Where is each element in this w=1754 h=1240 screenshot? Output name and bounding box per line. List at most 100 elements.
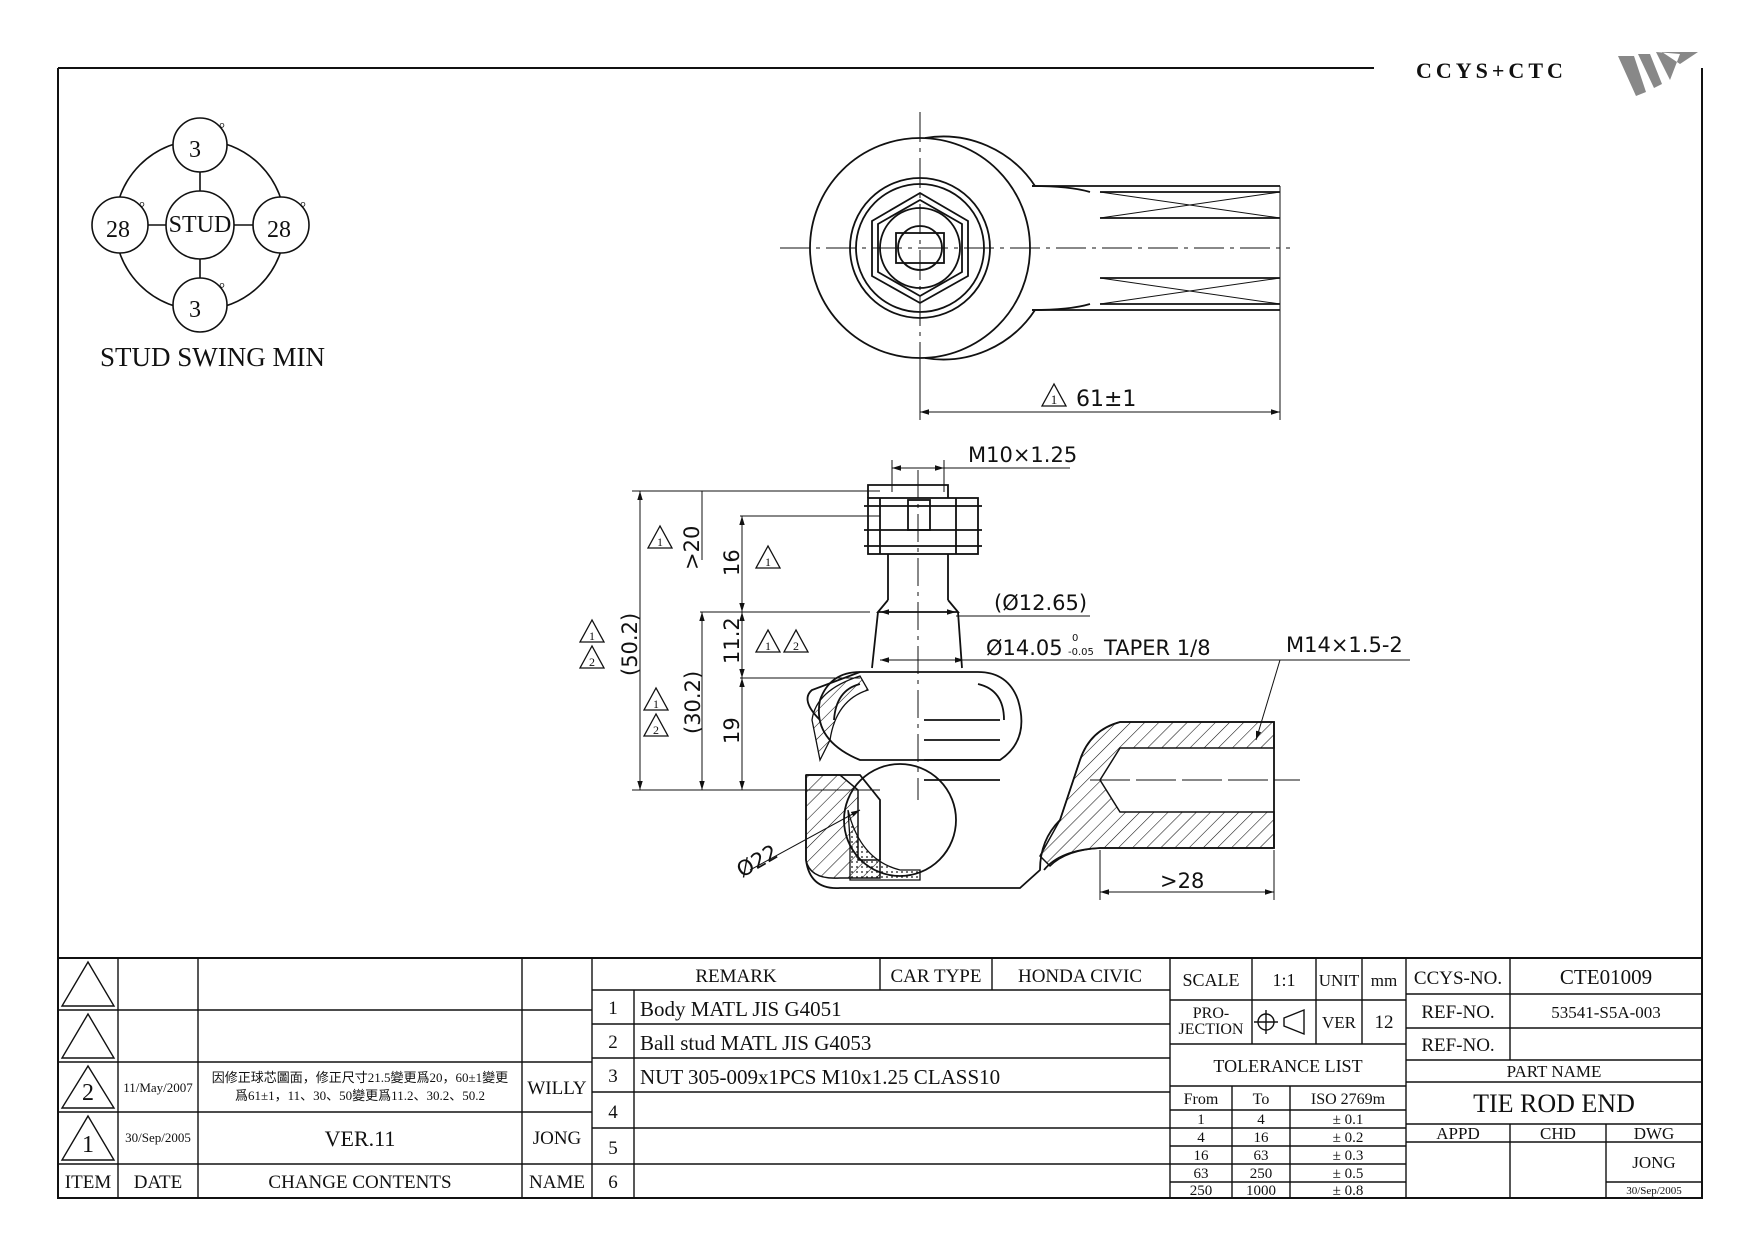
dim-taper: TAPER 1/8 bbox=[1103, 636, 1211, 660]
logo-wordmark: CCYS+CTC bbox=[1416, 58, 1567, 83]
tri-112-rev1: 1 bbox=[765, 639, 771, 653]
tolerance-row3-to: 63 bbox=[1254, 1148, 1269, 1164]
stud-swing-diagram bbox=[91, 117, 310, 333]
scale-value: 1:1 bbox=[1272, 970, 1295, 990]
tolerance-row2-from: 4 bbox=[1197, 1130, 1205, 1146]
car-type-value: HONDA CIVIC bbox=[1018, 966, 1142, 987]
dim-thread-m14: M14×1.5-2 bbox=[1286, 633, 1403, 657]
part-name-value: TIE ROD END bbox=[1473, 1089, 1635, 1118]
rev-header-name: NAME bbox=[529, 1172, 585, 1193]
swing-top-deg: ° bbox=[219, 121, 225, 137]
tolerance-row3-from: 16 bbox=[1194, 1148, 1210, 1164]
dim-d-1405-tol-upper: 0 bbox=[1072, 633, 1078, 644]
swing-caption: STUD SWING MIN bbox=[100, 342, 325, 372]
tolerance-row4-from: 63 bbox=[1194, 1166, 1209, 1182]
dwg-name: JONG bbox=[1632, 1153, 1675, 1172]
tri-16-rev1: 1 bbox=[765, 555, 771, 569]
rev-row3-change-line1: 因修正球芯圖面，修正尺寸21.5變更爲20，60±1變更 bbox=[212, 1070, 508, 1085]
rev-row4-item: 1 bbox=[82, 1132, 94, 1158]
title-block-grid bbox=[57, 957, 1703, 1199]
dim-d-1405: Ø14.05 bbox=[986, 636, 1063, 660]
swing-bottom-deg: ° bbox=[219, 281, 225, 297]
unit-value: mm bbox=[1371, 971, 1397, 990]
tolerance-row3-tol: ± 0.3 bbox=[1333, 1148, 1364, 1164]
boot-section-hatch bbox=[811, 675, 869, 762]
remark-1-no: 1 bbox=[608, 998, 618, 1019]
rev-row4-date: 30/Sep/2005 bbox=[125, 1130, 191, 1145]
side-view-dimensions bbox=[632, 460, 1410, 900]
tri-20-rev1: 1 bbox=[657, 535, 663, 549]
appd-label: APPD bbox=[1436, 1124, 1479, 1143]
dim-v-112: 11.2 bbox=[720, 617, 744, 664]
dim-v-20: >20 bbox=[680, 526, 704, 570]
ref-no-label: REF-NO. bbox=[1421, 1002, 1494, 1023]
rev1-mark-61: 1 bbox=[1051, 392, 1058, 407]
swing-right-value: 28 bbox=[267, 217, 291, 243]
car-type-label: CAR TYPE bbox=[891, 966, 982, 987]
ver-label: VER bbox=[1322, 1013, 1357, 1032]
projection-label-l1: PRO- bbox=[1193, 1005, 1229, 1022]
remark-6-no: 6 bbox=[608, 1172, 618, 1193]
rev-header-item: ITEM bbox=[65, 1172, 112, 1193]
unit-label: UNIT bbox=[1319, 971, 1360, 990]
tri-112-rev2: 2 bbox=[793, 639, 799, 653]
tolerance-row2-to: 16 bbox=[1254, 1130, 1270, 1146]
swing-left-deg: ° bbox=[139, 200, 145, 216]
logo-text: CCYS+CTC bbox=[1416, 58, 1567, 83]
tolerance-row1-from: 1 bbox=[1197, 1112, 1205, 1128]
projection-label-l2: JECTION bbox=[1179, 1021, 1244, 1038]
projection-symbol-icon bbox=[1254, 1008, 1305, 1036]
tolerance-title: TOLERANCE LIST bbox=[1213, 1056, 1362, 1076]
dim-v-502: (50.2) bbox=[618, 613, 642, 676]
tolerance-row4-tol: ± 0.5 bbox=[1333, 1166, 1364, 1182]
tri-502-rev1: 1 bbox=[589, 629, 595, 643]
ver-value: 12 bbox=[1375, 1012, 1394, 1033]
dim-v-16: 16 bbox=[720, 549, 744, 576]
rev-header-date: DATE bbox=[134, 1172, 183, 1193]
top-view bbox=[780, 112, 1290, 420]
tolerance-row2-tol: ± 0.2 bbox=[1333, 1130, 1364, 1146]
rev-row3-name: WILLY bbox=[527, 1078, 587, 1099]
rev-row3-date: 11/May/2007 bbox=[123, 1080, 193, 1095]
ccys-no-label: CCYS-NO. bbox=[1414, 968, 1502, 989]
remark-3-text: NUT 305-009x1PCS M10x1.25 CLASS10 bbox=[640, 1065, 1000, 1089]
tolerance-row5-to: 1000 bbox=[1246, 1183, 1276, 1199]
dim-v-302: (30.2) bbox=[681, 671, 705, 734]
swing-center-label: STUD bbox=[169, 212, 232, 238]
dim-length-28: >28 bbox=[1160, 869, 1204, 893]
swing-left-value: 28 bbox=[106, 217, 130, 243]
tolerance-row5-from: 250 bbox=[1190, 1183, 1213, 1199]
tolerance-row5-tol: ± 0.8 bbox=[1333, 1183, 1364, 1199]
rev-header-change: CHANGE CONTENTS bbox=[268, 1172, 451, 1193]
dim-length-61: 61±1 bbox=[1076, 387, 1136, 412]
dwg-label: DWG bbox=[1634, 1124, 1675, 1143]
revision-table-triangles bbox=[60, 960, 116, 1161]
rev-row4-name: JONG bbox=[533, 1128, 582, 1149]
remark-header: REMARK bbox=[695, 966, 777, 987]
shank-section-hatch bbox=[1039, 721, 1275, 868]
ref-no-value: 53541-S5A-003 bbox=[1551, 1003, 1661, 1022]
tolerance-row1-tol: ± 0.1 bbox=[1333, 1112, 1364, 1128]
swing-top-value: 3 bbox=[189, 137, 201, 163]
dim-v-19: 19 bbox=[720, 717, 744, 744]
remark-2-no: 2 bbox=[608, 1032, 618, 1053]
dwg-date: 30/Sep/2005 bbox=[1626, 1185, 1682, 1197]
seat-dotted bbox=[847, 809, 921, 881]
part-name-label: PART NAME bbox=[1507, 1062, 1602, 1081]
tri-502-rev2: 2 bbox=[589, 655, 595, 669]
chd-label: CHD bbox=[1540, 1124, 1576, 1143]
remark-4-no: 4 bbox=[608, 1102, 618, 1123]
rev-row4-change: VER.11 bbox=[325, 1126, 396, 1151]
tolerance-to-header: To bbox=[1253, 1091, 1270, 1108]
swing-right-deg: ° bbox=[300, 200, 306, 216]
remark-2-text: Ball stud MATL JIS G4053 bbox=[640, 1031, 871, 1055]
rev-row3-item: 2 bbox=[82, 1080, 94, 1106]
tolerance-std-header: ISO 2769m bbox=[1311, 1091, 1386, 1108]
scale-label: SCALE bbox=[1182, 970, 1239, 990]
tolerance-row4-to: 250 bbox=[1250, 1166, 1273, 1182]
swing-bottom-value: 3 bbox=[189, 297, 201, 323]
tri-302-rev1: 1 bbox=[653, 697, 659, 711]
tolerance-from-header: From bbox=[1184, 1091, 1219, 1108]
ref-no2-label: REF-NO. bbox=[1421, 1035, 1494, 1056]
